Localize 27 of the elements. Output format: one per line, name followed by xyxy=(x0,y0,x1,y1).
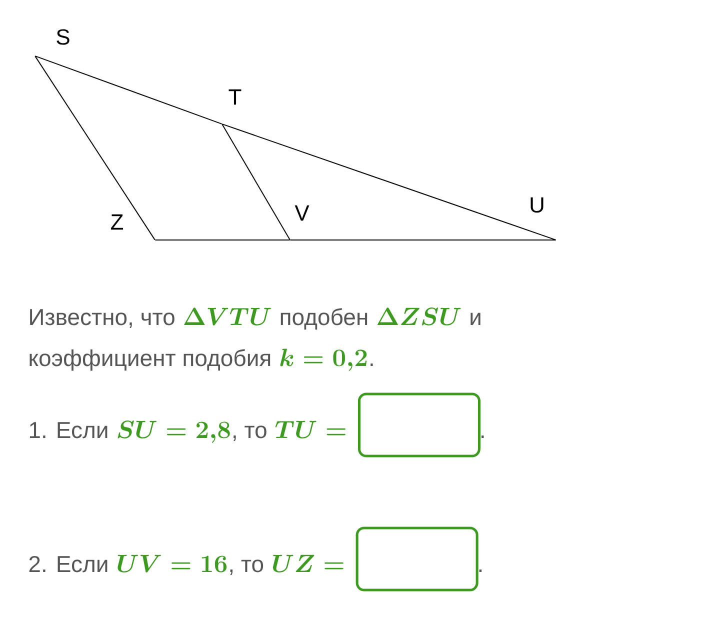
segment xyxy=(34,56,222,124)
problem-text: , то xyxy=(230,560,264,575)
vertex-label: U xyxy=(530,197,544,213)
problem-text: . xyxy=(370,364,373,366)
problem-text: 1. Если xyxy=(30,422,108,438)
problem-text: 2. Если xyxy=(29,556,108,572)
problem-text: и xyxy=(470,312,480,325)
problem-text: коэффициент подобия xyxy=(30,349,270,371)
segment xyxy=(222,124,290,240)
segment xyxy=(34,56,156,240)
segment xyxy=(222,124,556,240)
math-expression: $k=0{,}2$ xyxy=(280,348,367,371)
math-expression: $TU=$ xyxy=(275,420,346,438)
vertex-label: Z xyxy=(111,214,124,230)
problem-text: . xyxy=(482,436,484,438)
math-expression: $UV=16$ xyxy=(118,554,227,572)
math-expression: $\Delta VTU$ xyxy=(184,308,271,326)
vertex-label: S xyxy=(56,29,70,45)
problem-text: Известно, что xyxy=(30,309,174,328)
problem-text: , то xyxy=(234,426,266,441)
vertex-label: T xyxy=(228,89,242,105)
math-expression: $UZ=$ xyxy=(273,554,344,572)
problem-text: подобен xyxy=(280,308,368,330)
problem-text: . xyxy=(479,570,482,572)
vertex-label: V xyxy=(294,205,310,221)
math-expression: $\Delta ZSU$ xyxy=(377,308,461,326)
math-expression: $SU=2{,}8$ xyxy=(118,420,230,443)
